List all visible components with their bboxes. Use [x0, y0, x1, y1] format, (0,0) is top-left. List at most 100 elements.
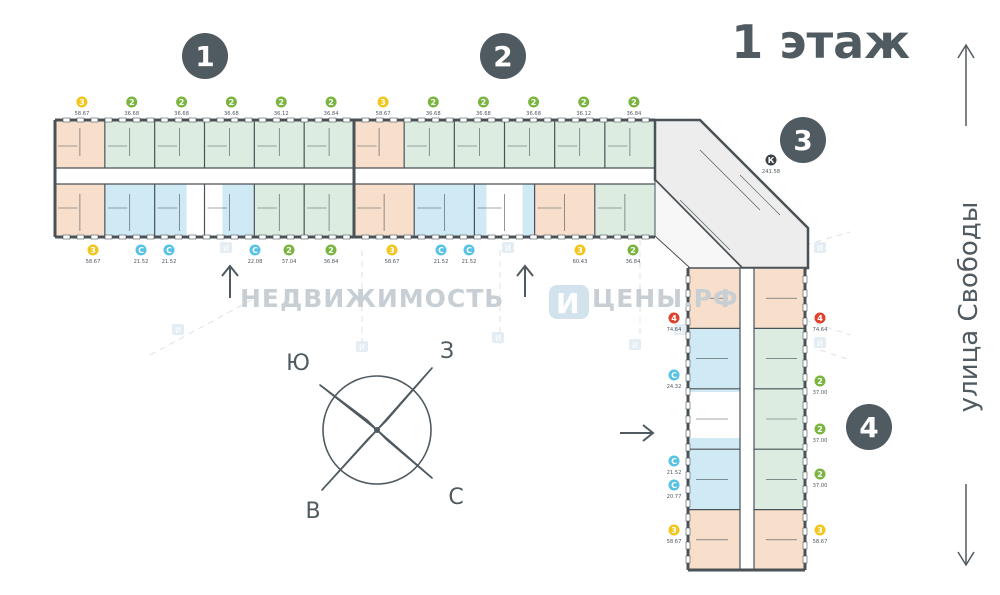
apartment-type: С — [671, 457, 677, 466]
apartment-type: С — [438, 246, 444, 255]
apartment-type-badge-icon — [814, 312, 826, 324]
section4-left-badge: С 21.52 — [667, 455, 682, 476]
apartment-type: 2 — [531, 98, 537, 107]
compass: Ю З В С — [286, 339, 464, 524]
apartment-type-badge-icon — [435, 244, 447, 256]
watermark-mark-label: И — [817, 339, 823, 348]
apartment-area: 21.52 — [434, 259, 449, 265]
apartment-type-badge-icon — [628, 96, 640, 108]
section4-window — [685, 471, 691, 480]
section4-window — [802, 289, 808, 298]
section4-right-badge: 237.00 — [813, 423, 827, 444]
entrance-arrow-up-icon — [516, 264, 534, 297]
section1-window — [174, 234, 183, 240]
section2-window — [501, 117, 510, 123]
section-number-4: 4 — [846, 404, 892, 450]
section4-window — [802, 275, 808, 284]
section4-window — [802, 499, 808, 508]
section1-window — [76, 234, 85, 240]
apartment-area: 36.12 — [274, 111, 289, 117]
section1-window — [272, 117, 281, 123]
section4-window — [685, 317, 691, 326]
apartment-type: 3 — [671, 526, 677, 535]
apartment-type-badge-icon — [668, 312, 680, 324]
watermark-mark-icon — [356, 341, 368, 352]
section4-stair-core — [688, 392, 740, 438]
watermark-mark-icon — [220, 242, 232, 253]
apartment-type: С — [138, 246, 144, 255]
apartment-area: 74.64 — [813, 327, 829, 333]
section4-window — [802, 429, 808, 438]
apartment-type-badge-icon — [814, 468, 826, 480]
section4-window — [802, 303, 808, 312]
street-indicator: улица Свободы — [954, 43, 984, 567]
section1-window — [216, 234, 225, 240]
section4-window — [685, 345, 691, 354]
section4-left-badge: С24.32 — [667, 369, 681, 390]
apartment-type-badge-icon — [578, 96, 590, 108]
section4-window — [802, 387, 808, 396]
apartment-area: 36.84 — [626, 111, 642, 117]
watermark-mark-label: И — [677, 326, 683, 335]
apartment-area: 21.52 — [667, 470, 682, 476]
section1-window — [174, 117, 183, 123]
floor-title: 1 этаж — [731, 15, 910, 69]
section1-top-badge: 236.68 — [174, 96, 189, 117]
apartment-type: С — [166, 246, 172, 255]
compass-label-se: С — [448, 485, 463, 510]
apartment-type-badge-icon — [668, 369, 680, 381]
apartment-type-badge-icon — [377, 96, 389, 108]
section4-window — [802, 415, 808, 424]
apartment-area: 36.68 — [426, 111, 441, 117]
apartment-type: С — [252, 246, 258, 255]
section1-window — [62, 234, 71, 240]
section2-bottom-badge: 358.67 — [385, 244, 399, 265]
section4-window — [802, 471, 808, 480]
section2-window — [599, 234, 608, 240]
apartment-area: 21.52 — [162, 259, 177, 265]
section1-window — [118, 234, 127, 240]
apartment-type-badge-icon — [283, 244, 295, 256]
section1-window — [188, 234, 197, 240]
apartment-type-badge-icon — [126, 96, 138, 108]
watermark-mark-icon — [492, 332, 504, 343]
watermark-mark-icon — [629, 339, 641, 350]
section4-corridor — [740, 268, 754, 570]
section1-window — [230, 117, 239, 123]
apartment-type: С — [671, 481, 677, 490]
compass-label-nw: Ю — [286, 351, 310, 376]
apartment-type-badge-icon — [627, 244, 639, 256]
section1-window — [202, 234, 211, 240]
section1-window — [272, 234, 281, 240]
svg-text:2: 2 — [493, 40, 512, 73]
section2-bottom-badge: 236.84 — [626, 244, 641, 265]
svg-text:3: 3 — [793, 124, 812, 157]
watermark-left: НЕДВИЖИМОСТЬ — [240, 284, 504, 313]
apartment-area: 37.04 — [282, 259, 298, 265]
apartment-area: 36.68 — [174, 111, 189, 117]
section2-window — [473, 117, 482, 123]
apartment-type-badge-icon — [87, 244, 99, 256]
section4-window — [802, 401, 808, 410]
section2-window — [417, 234, 426, 240]
section2-window — [613, 117, 622, 123]
section1-top-badge: 236.84 — [324, 96, 339, 117]
section2-top-badge: 236.68 — [426, 96, 441, 117]
section1-window — [328, 234, 337, 240]
section4-window — [685, 443, 691, 452]
section2-window — [557, 117, 566, 123]
section1-bottom-badge: 358.67 — [86, 244, 100, 265]
section1-window — [300, 234, 309, 240]
section-number-3: 3 — [780, 117, 826, 163]
section1-window — [328, 117, 337, 123]
apartment-type: 2 — [481, 98, 487, 107]
apartment-area: 58.67 — [667, 539, 682, 545]
watermark-mark-icon — [172, 324, 184, 335]
section4-window — [685, 303, 691, 312]
section4-right-badge: 237.00 — [813, 468, 827, 489]
section2-window — [445, 117, 454, 123]
section4-window — [802, 513, 808, 522]
apartment-type: 2 — [278, 98, 284, 107]
